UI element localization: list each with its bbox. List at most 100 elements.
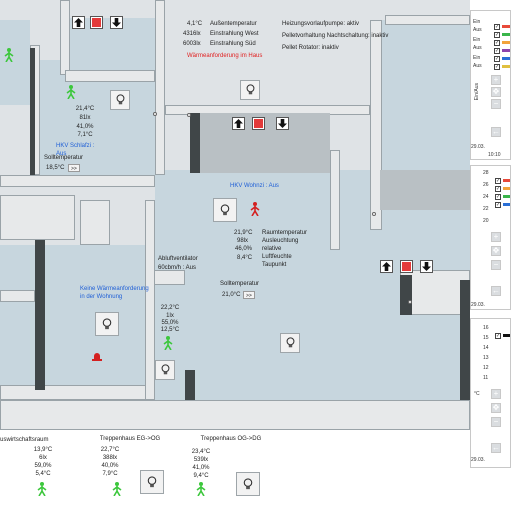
schlaf-setpoint-button[interactable]: >> <box>68 164 80 172</box>
series-checkbox[interactable]: ✓ <box>495 333 501 339</box>
series-checkbox[interactable]: ✓ <box>494 56 500 62</box>
person-red-icon <box>250 202 260 216</box>
person-green-icon <box>37 482 47 496</box>
lamp-button[interactable] <box>213 198 237 222</box>
axis-tick: 28 <box>483 170 489 176</box>
series-swatch <box>502 49 510 52</box>
series-checkbox[interactable]: ✓ <box>494 40 500 46</box>
lamp-button[interactable] <box>155 360 175 380</box>
series-checkbox[interactable]: ✓ <box>494 24 500 30</box>
series-swatch <box>503 203 510 206</box>
room-floor-wohnung <box>0 245 150 385</box>
series-swatch <box>502 25 510 28</box>
stop-square-icon <box>254 119 263 128</box>
treppe-eg-og-title: Treppenhaus EG->OG <box>99 436 161 442</box>
series-checkbox[interactable]: ✓ <box>494 64 500 70</box>
series-checkbox[interactable]: ✓ <box>495 194 501 200</box>
treppe-eg-og-dewpoint: 7,9°C <box>102 471 118 477</box>
zoom-in-button[interactable]: + <box>491 389 501 399</box>
wall <box>370 20 382 230</box>
wohn-humidity: 46,0% <box>235 246 253 252</box>
shutter-stop-button[interactable] <box>90 16 103 29</box>
lamp-button[interactable] <box>140 470 164 494</box>
lamp-button[interactable] <box>236 472 260 496</box>
person-green-icon <box>66 85 76 99</box>
wohn-setpoint-button[interactable]: >> <box>243 291 255 299</box>
irradiance-west-value: 4316lx <box>183 31 201 37</box>
treppe-og-dg-humidity: 41,0% <box>192 465 210 471</box>
light-bulb-icon <box>243 477 253 489</box>
wall-shadow <box>460 280 470 400</box>
stop-square-icon <box>92 18 101 27</box>
light-bulb-icon <box>102 317 112 329</box>
bad-temp: 22,2°C <box>160 305 180 311</box>
lamp-button[interactable] <box>110 90 130 110</box>
heat-request-house: Wärmeanforderung im Haus <box>187 53 263 59</box>
treppe-eg-og-humidity: 40,0% <box>101 463 119 469</box>
series-checkbox[interactable]: ✓ <box>494 32 500 38</box>
chart-panel-outdoor: 16 15 14 13 12 11 °C ✓ + ✥ − ← 29.03. <box>470 318 511 468</box>
wall <box>0 290 35 302</box>
wall <box>330 150 340 250</box>
arrow-down-icon <box>278 119 287 128</box>
person-green-icon <box>4 48 14 62</box>
shutter-down-button[interactable] <box>110 16 123 29</box>
shutter-stop-button[interactable] <box>252 117 265 130</box>
series-checkbox[interactable]: ✓ <box>495 202 501 208</box>
wall-shadow <box>400 275 412 315</box>
shutter-up-button[interactable] <box>72 16 85 29</box>
shutter-down-button[interactable] <box>420 260 433 273</box>
chart-panel-temperature: 28 26 24 22 20 ✓ ✓ ✓ ✓ + ✥ − ← 29.03. <box>470 165 511 310</box>
schlaf-dewpoint: 7,1°C <box>77 132 93 138</box>
wohn-temp: 21,9°C <box>234 230 253 236</box>
lamp-button[interactable] <box>280 333 300 353</box>
lamp-button[interactable] <box>95 312 119 336</box>
wall <box>80 200 110 245</box>
hwr-title: hauswirtschaftsraum <box>0 437 49 443</box>
room-floor-topleft <box>0 20 30 105</box>
axis-tick: 22 <box>483 206 489 212</box>
shutter-down-button[interactable] <box>276 117 289 130</box>
lamp-button[interactable] <box>240 80 260 100</box>
series-checkbox[interactable]: ✓ <box>494 48 500 54</box>
zoom-out-button[interactable]: − <box>491 99 501 109</box>
axis-tick: 26 <box>483 182 489 188</box>
pan-button[interactable]: ✥ <box>491 246 501 256</box>
pan-button[interactable]: ✥ <box>491 403 501 413</box>
schlaf-temp: 21,4°C <box>75 106 95 112</box>
back-button[interactable]: ← <box>491 127 501 137</box>
back-button[interactable]: ← <box>491 286 501 296</box>
arrow-down-icon <box>422 262 431 271</box>
series-checkbox[interactable]: ✓ <box>495 178 501 184</box>
pan-button[interactable]: ✥ <box>491 87 501 97</box>
shutter-stop-button[interactable] <box>400 260 413 273</box>
shutter-up-button[interactable] <box>232 117 245 130</box>
zoom-out-button[interactable]: − <box>491 260 501 270</box>
bad-humidity: 55,0% <box>161 320 179 326</box>
sensor-dot <box>187 113 191 117</box>
axis-tick: 14 <box>483 345 489 351</box>
hwr-humidity: 59,0% <box>34 463 52 469</box>
bad-dewpoint: 12,5°C <box>160 327 180 333</box>
pump-status: Heizungsvorlaufpumpe: aktiv <box>282 21 360 27</box>
treppe-eg-og-temp: 22,7°C <box>100 447 120 453</box>
light-bulb-icon <box>246 84 254 95</box>
series-swatch <box>503 187 510 190</box>
wall <box>0 175 155 187</box>
hkv-wohnzi-status: HKV Wohnzi : Aus <box>230 183 279 189</box>
zoom-in-button[interactable]: + <box>491 75 501 85</box>
series-swatch <box>502 41 510 44</box>
series-swatch <box>502 57 510 60</box>
irradiance-south-label: Einstrahlung Süd <box>210 41 256 47</box>
chart-date: 29.03. <box>471 457 485 463</box>
zoom-out-button[interactable]: − <box>491 417 501 427</box>
wall-shadow <box>190 113 200 173</box>
shutter-up-button[interactable] <box>380 260 393 273</box>
back-button[interactable]: ← <box>491 443 501 453</box>
wohn-label-humidity: Luftfeuchte <box>262 254 292 260</box>
series-checkbox[interactable]: ✓ <box>495 186 501 192</box>
irradiance-west-label: Einstrahlung West <box>210 31 259 37</box>
schlaf-lux: 81lx <box>79 115 91 121</box>
treppe-og-dg-title: Treppenhaus OG->DG <box>200 436 262 442</box>
zoom-in-button[interactable]: + <box>491 232 501 242</box>
